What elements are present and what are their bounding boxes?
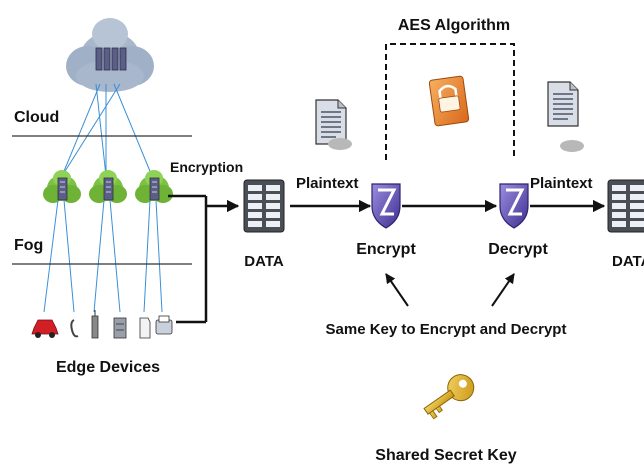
same-key-label: Same Key to Encrypt and Decrypt: [326, 321, 567, 338]
data-table-icon: [243, 179, 285, 233]
document-icon: [139, 317, 151, 339]
fog-device-links: [43, 199, 163, 313]
document-icon: [547, 81, 579, 127]
document-shadow: [328, 138, 352, 150]
cloud-label: Cloud: [14, 109, 59, 126]
key-icon: [423, 374, 475, 420]
plaintext-left-label: Plaintext: [296, 175, 359, 192]
lock-icon: [428, 75, 470, 127]
fog-node-icon: [88, 169, 128, 204]
server-icon: [113, 317, 127, 339]
data-left-label: DATA: [244, 253, 284, 270]
encrypt-label: Encrypt: [356, 241, 416, 258]
arrow-key-to-decrypt: [491, 273, 515, 307]
document-icon: [315, 99, 347, 145]
car-icon: [31, 319, 59, 338]
shared-secret-key-label: Shared Secret Key: [375, 447, 517, 464]
decrypt-label: Decrypt: [488, 241, 548, 258]
cloud-server-icon: [66, 18, 154, 92]
arrow-key-to-encrypt: [385, 273, 409, 307]
printer-icon: [155, 315, 173, 335]
data-right-label: DATA: [612, 253, 644, 270]
tower-icon: [91, 310, 99, 339]
plaintext-right-label: Plaintext: [530, 175, 593, 192]
shield-icon: [370, 182, 402, 230]
aes-algorithm-label: AES Algorithm: [398, 17, 510, 34]
shield-icon: [498, 182, 530, 230]
data-table-icon: [607, 179, 644, 233]
document-shadow: [560, 140, 584, 152]
fog-label: Fog: [14, 237, 43, 254]
edge-devices-label: Edge Devices: [56, 359, 160, 376]
phone-icon: [70, 319, 79, 338]
cloud-fog-links: [61, 83, 153, 177]
aes-bracket: [385, 43, 515, 160]
encryption-connector: [168, 194, 240, 324]
fog-node-icon: [42, 169, 82, 204]
fog-node-icon: [134, 169, 174, 204]
encryption-label: Encryption: [170, 159, 243, 175]
